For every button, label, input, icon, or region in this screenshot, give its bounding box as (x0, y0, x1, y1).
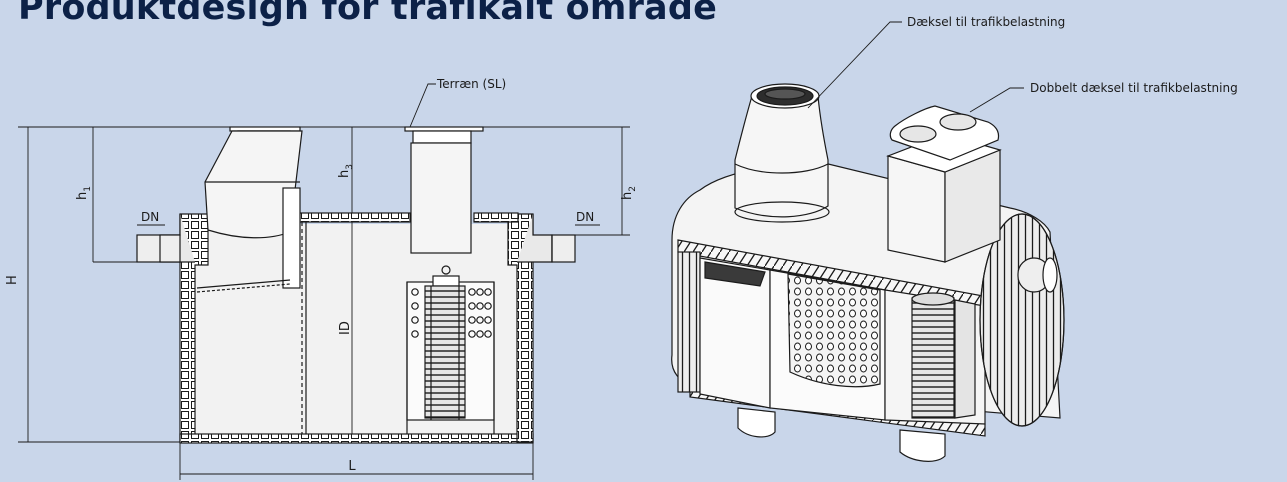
outlet-pipe (551, 234, 576, 263)
h3-label: h3 (337, 164, 355, 178)
tank-wall-right (507, 213, 534, 443)
dimension-lines (18, 83, 630, 480)
tank-roof-1 (299, 212, 411, 223)
tank-foot-2 (899, 429, 946, 462)
inner-diameter-label: ID (338, 321, 353, 335)
dn-right-label: DN (576, 210, 594, 224)
perforated-baffle (787, 273, 881, 388)
filter-holes (411, 288, 492, 338)
length-label: L (348, 459, 356, 474)
section-drawing (18, 83, 630, 480)
tank-floor (179, 433, 534, 444)
filter-cylinder (911, 297, 955, 419)
isometric-view (671, 21, 1065, 462)
right-manhole (410, 142, 472, 254)
filter-coil (424, 285, 466, 419)
tank-roof-2 (473, 212, 519, 223)
callout-double-cover-label: Dobbelt dæksel til trafikbelastning (1030, 81, 1238, 95)
inlet-baffle (282, 187, 301, 289)
callout-cover-label: Dæksel til trafikbelastning (907, 15, 1065, 29)
cutaway-left-wall (677, 251, 701, 393)
terrain-label: Terræn (SL) (436, 77, 506, 91)
right-manhole-cover (404, 126, 484, 132)
page-title: Produktdesign for trafikalt område (18, 0, 718, 28)
h2-label: h2 (620, 186, 638, 200)
inlet-pipe (136, 234, 181, 263)
tank-foot-1 (737, 407, 776, 438)
round-cover-cone (734, 95, 829, 218)
height-label: H (5, 275, 20, 285)
section-labels: Terræn (SL) DN DN h1 h2 h3 H ID L (5, 77, 638, 474)
dn-left-label: DN (141, 210, 159, 224)
h1-label: h1 (75, 186, 93, 200)
square-riser (887, 155, 946, 263)
